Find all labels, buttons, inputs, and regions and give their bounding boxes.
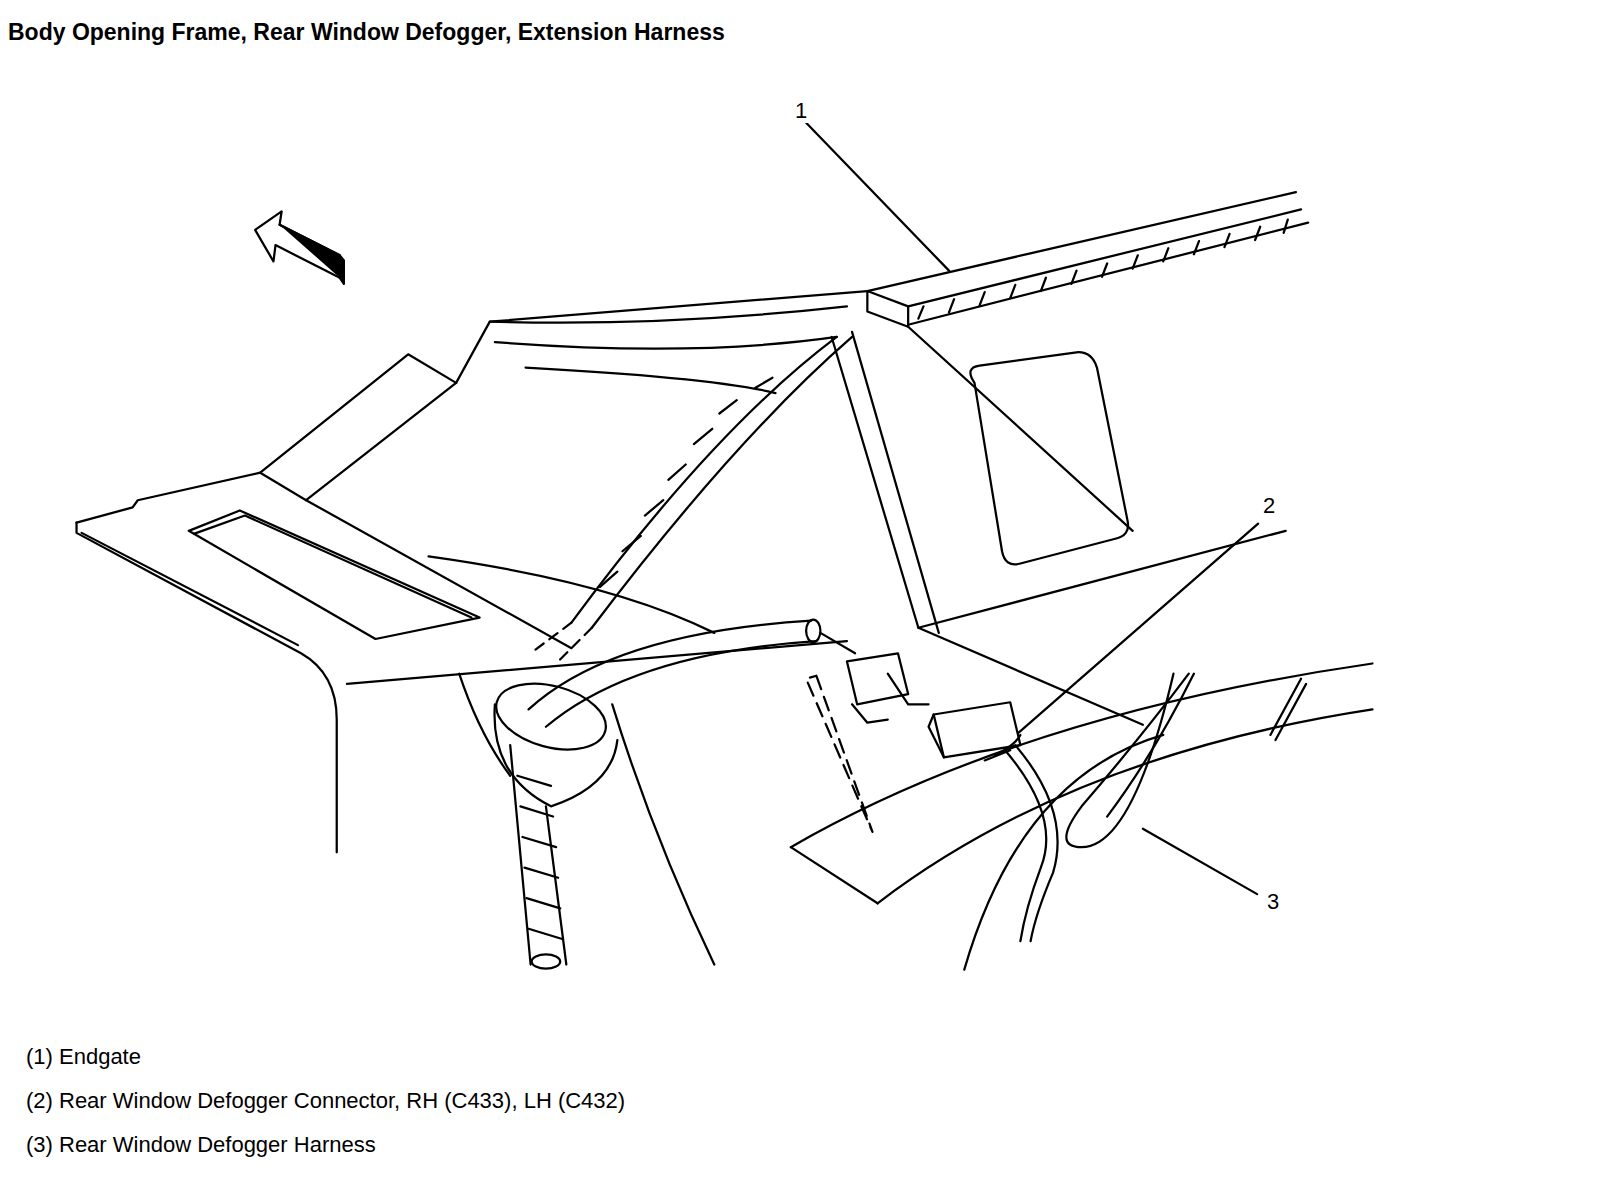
grommet [489,672,617,968]
harness [529,620,856,727]
defogger-harness [1005,674,1194,941]
callout-number: 2 [1261,493,1277,518]
legend-caption: (2) Rear Window Defogger Connector, RH (… [26,1088,625,1113]
callout-number: 3 [1265,889,1281,914]
wheelhouse [459,663,1372,969]
direction-arrow [255,211,344,283]
endgate [867,192,1308,325]
legend-caption: (3) Rear Window Defogger Harness [26,1132,376,1157]
connector [847,653,1020,760]
diagram-title: Body Opening Frame, Rear Window Defogger… [8,19,725,45]
legend-caption: (1) Endgate [26,1044,141,1069]
leader-line [806,123,1258,894]
side-wall [908,327,1286,628]
callout-number: 1 [793,98,809,123]
floor-panel [77,354,847,852]
pillar [456,291,1143,725]
